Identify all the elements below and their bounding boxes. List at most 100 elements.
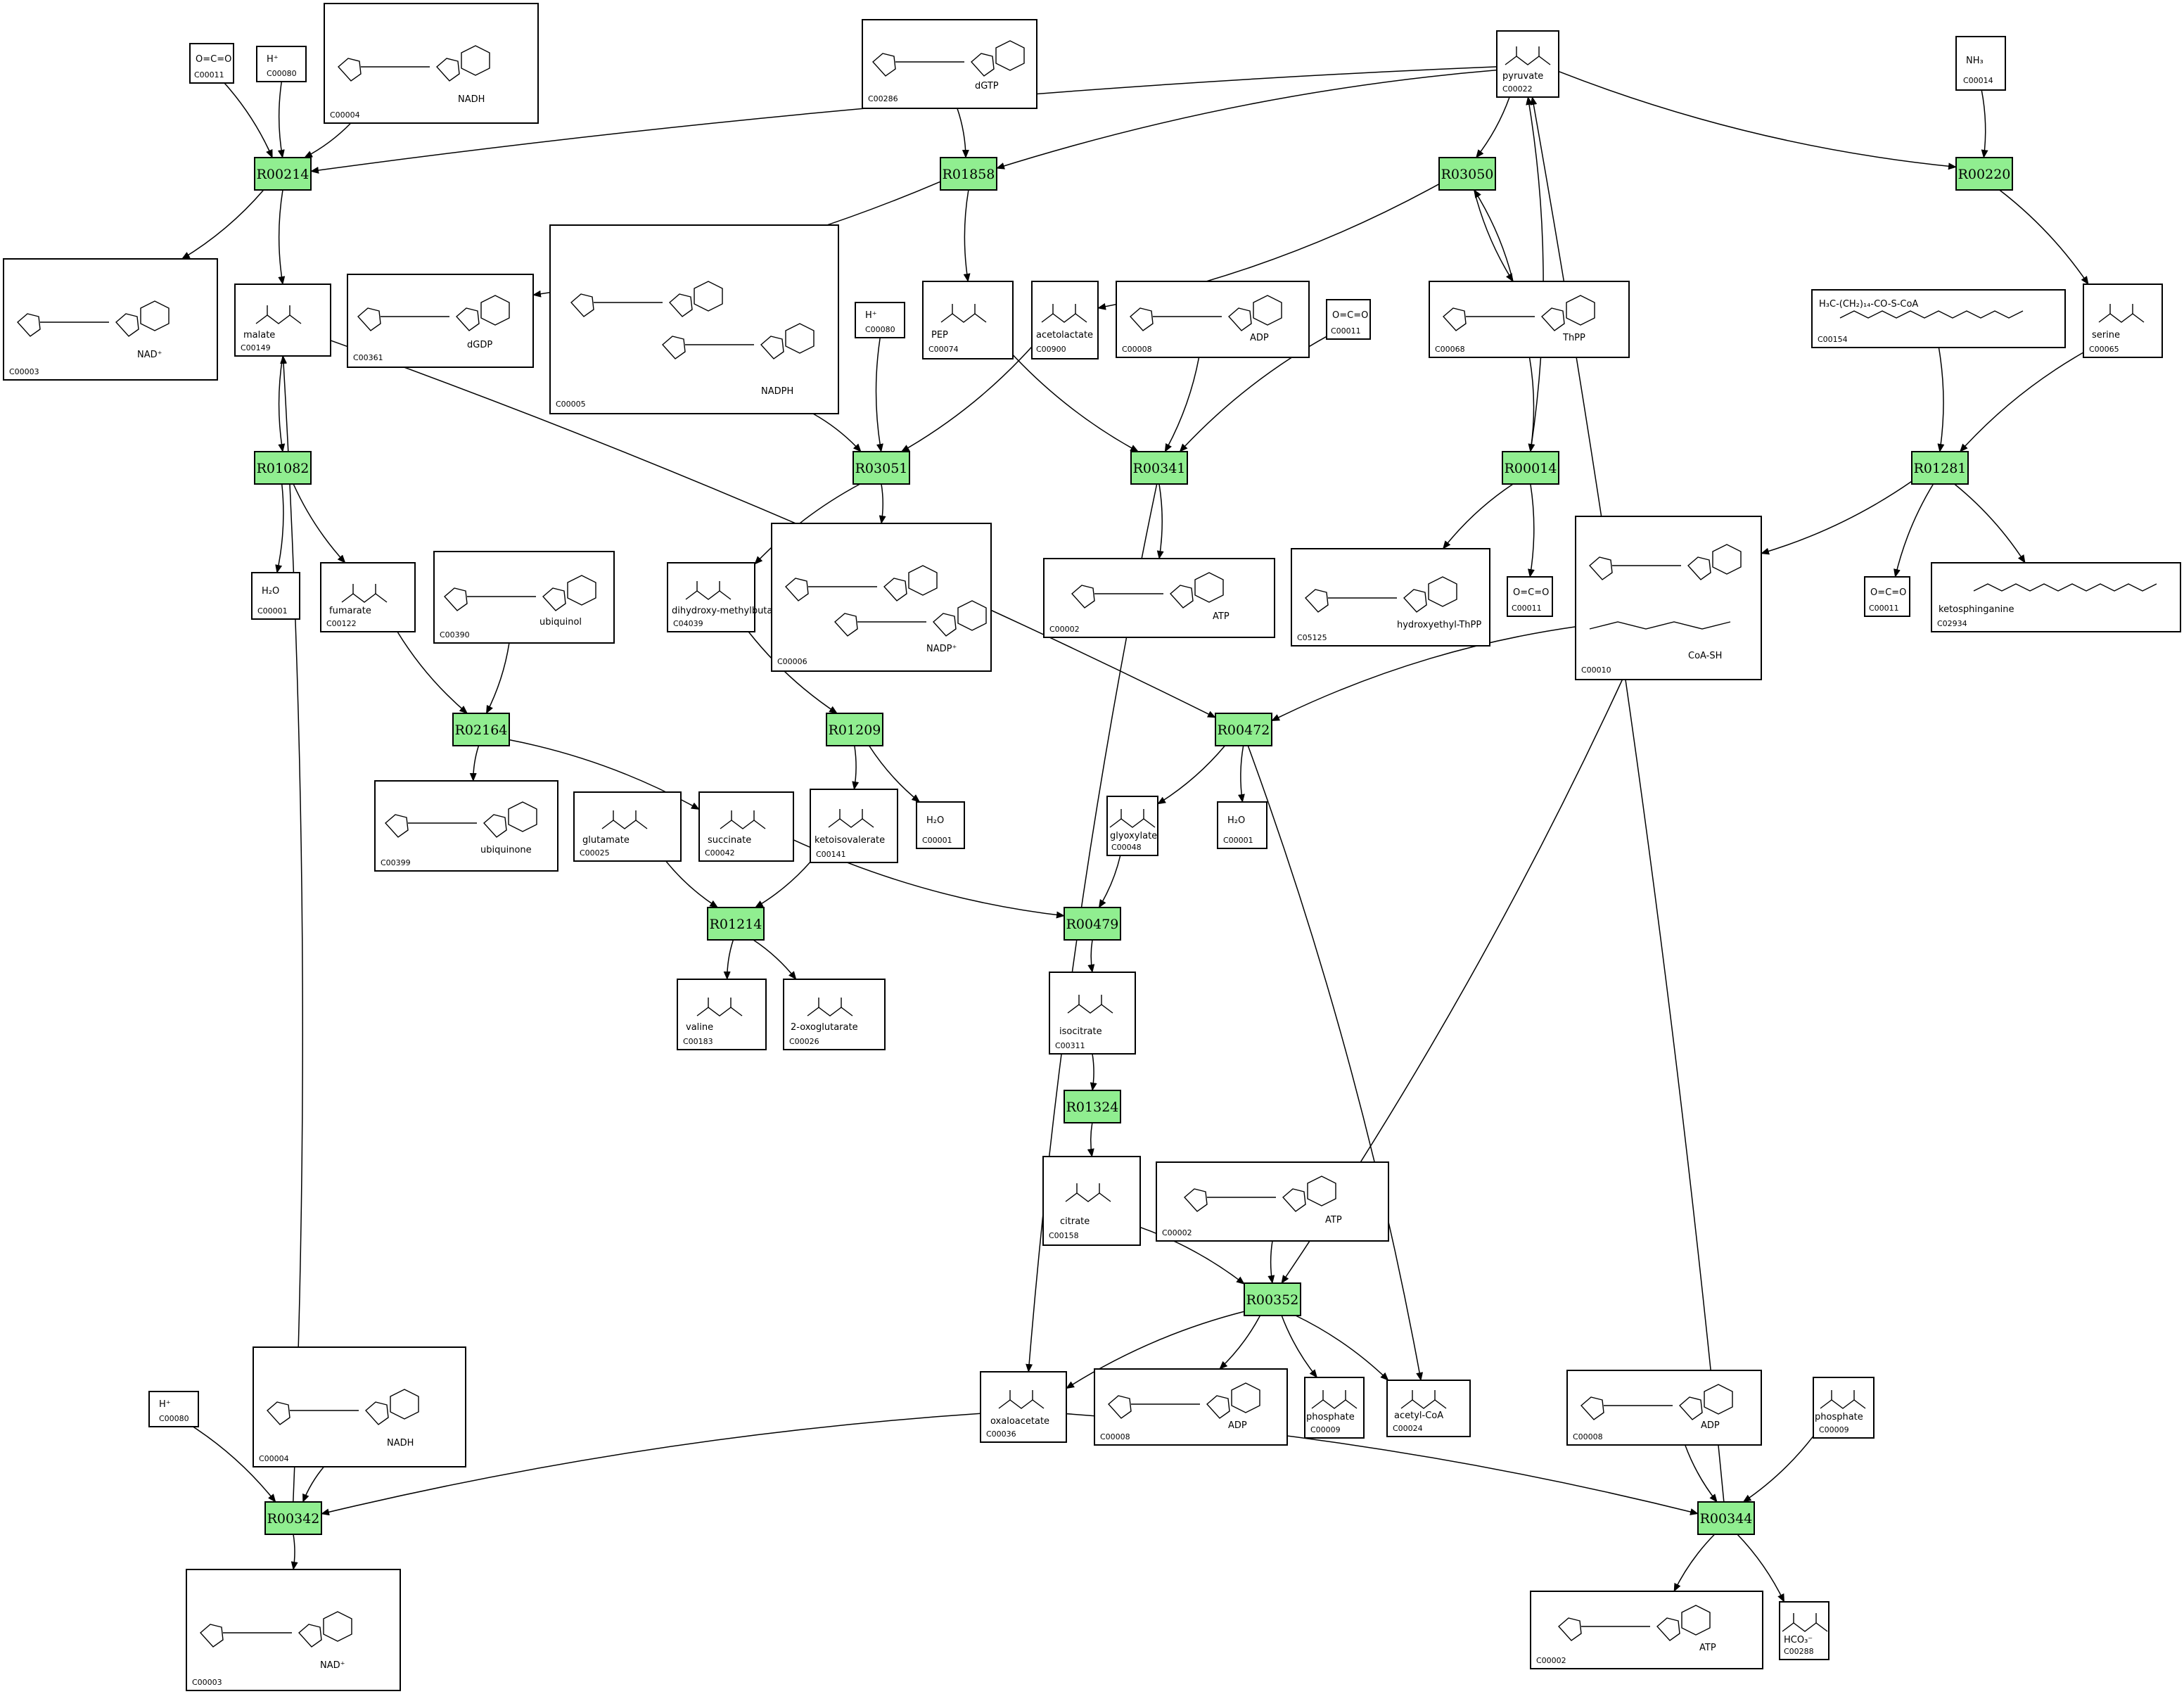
reaction-r01281[interactable]: R01281 (1911, 451, 1969, 485)
edge-c00390-to-r02164 (485, 642, 510, 714)
compound-c00022[interactable]: pyruvate C00022 (1496, 30, 1559, 98)
reaction-label: R00342 (267, 1511, 320, 1527)
reaction-r01858[interactable]: R01858 (940, 157, 997, 191)
compound-c00183[interactable]: valine C00183 (677, 979, 767, 1050)
compound-formula: O=C=O (1870, 587, 1906, 598)
reaction-r00220[interactable]: R00220 (1955, 157, 2013, 191)
reaction-r01214[interactable]: R01214 (707, 907, 765, 941)
compound-label: C00011 (1869, 604, 1899, 613)
compound-c00024[interactable]: acetyl-CoA C00024 (1386, 1380, 1471, 1437)
compound-c00004a[interactable]: NADH C00004 (324, 3, 539, 124)
compound-c00006[interactable]: NADP⁺ C00006 (771, 523, 992, 672)
compound-c00149[interactable]: malate C00149 (234, 284, 331, 357)
edge-r01082-to-c00122 (293, 483, 346, 563)
compound-c00080c[interactable]: H⁺ C00080 (148, 1391, 199, 1427)
compound-c00001c[interactable]: H₂O C00001 (1217, 801, 1267, 849)
reaction-r00214[interactable]: R00214 (254, 157, 312, 191)
edge-c00004a-to-r00214 (304, 122, 352, 158)
compound-c00008[interactable]: ADP C00008 (1116, 281, 1310, 358)
reaction-r03050[interactable]: R03050 (1438, 157, 1496, 191)
reaction-r02164[interactable]: R02164 (452, 713, 510, 746)
compound-c00286[interactable]: dGTP C00286 (862, 19, 1037, 109)
edge-r00472-to-c00048 (1157, 745, 1226, 805)
compound-c00036[interactable]: oxaloacetate C00036 (980, 1371, 1067, 1443)
compound-c00009b[interactable]: phosphate C00009 (1813, 1377, 1875, 1439)
compound-c00065[interactable]: serine C00065 (2083, 284, 2163, 358)
compound-c00025[interactable]: glutamate C00025 (573, 791, 682, 862)
compound-c00399[interactable]: ubiquinone C00399 (374, 780, 558, 872)
reaction-r00472[interactable]: R00472 (1215, 713, 1272, 746)
compound-c00011d[interactable]: O=C=O C00011 (1864, 576, 1910, 617)
compound-formula: H₂O (262, 586, 279, 597)
compound-c00003a[interactable]: NAD⁺ C00003 (3, 258, 218, 381)
reaction-r01082[interactable]: R01082 (254, 451, 312, 485)
compound-formula: HCO₃⁻ (1784, 1635, 1813, 1645)
compound-c00014[interactable]: NH₃ C00014 (1955, 36, 2006, 91)
compound-c00361[interactable]: dGDP C00361 (347, 274, 534, 368)
edge-r03050-to-c00068 (1474, 189, 1514, 282)
compound-c00011b[interactable]: O=C=O C00011 (1326, 299, 1371, 340)
edge-r03051-to-c04039 (754, 483, 861, 565)
compound-formula: ATP (1325, 1215, 1342, 1225)
compound-label: C00001 (1223, 836, 1253, 845)
compound-c00900[interactable]: acetolactate C00900 (1031, 281, 1099, 359)
compound-label: C00141 (816, 850, 846, 859)
compound-c00003b[interactable]: NAD⁺ C00003 (186, 1569, 401, 1691)
compound-label: C00900 (1036, 345, 1066, 354)
compound-formula: valine (686, 1022, 713, 1033)
compound-formula: ADP (1228, 1420, 1247, 1431)
compound-c00048[interactable]: glyoxylate C00048 (1106, 796, 1158, 856)
compound-c00002c[interactable]: ATP C00002 (1530, 1591, 1763, 1669)
compound-c00011c[interactable]: O=C=O C00011 (1507, 576, 1553, 617)
edge-r01281-to-c00011d (1894, 483, 1934, 578)
compound-c00068[interactable]: ThPP C00068 (1429, 281, 1630, 358)
compound-formula: NAD⁺ (137, 350, 162, 360)
reaction-label: R00341 (1133, 461, 1186, 476)
compound-c00074[interactable]: PEP C00074 (922, 281, 1014, 359)
reaction-r01209[interactable]: R01209 (826, 713, 883, 746)
edge-r00342-to-c00149 (280, 355, 304, 1503)
compound-formula: phosphate (1306, 1412, 1355, 1422)
compound-c00288[interactable]: HCO₃⁻ C00288 (1779, 1601, 1829, 1660)
edge-r01858-to-c00074 (963, 189, 971, 282)
reaction-r00479[interactable]: R00479 (1064, 907, 1121, 941)
compound-c00390[interactable]: ubiquinol C00390 (433, 551, 615, 644)
reaction-r00014[interactable]: R00014 (1502, 451, 1559, 485)
compound-c00002b[interactable]: ATP C00002 (1156, 1161, 1389, 1242)
reaction-r03051[interactable]: R03051 (852, 451, 910, 485)
compound-c00122[interactable]: fumarate C00122 (320, 562, 416, 632)
compound-c00009a[interactable]: phosphate C00009 (1304, 1377, 1365, 1439)
reaction-r00341[interactable]: R00341 (1130, 451, 1188, 485)
compound-formula: NH₃ (1966, 56, 1984, 66)
compound-c00008c[interactable]: ADP C00008 (1566, 1370, 1762, 1446)
edge-r01281-to-c02934 (1954, 483, 2026, 563)
compound-c00311[interactable]: isocitrate C00311 (1049, 972, 1136, 1055)
reaction-r00342[interactable]: R00342 (264, 1501, 322, 1535)
reaction-r01324[interactable]: R01324 (1064, 1090, 1121, 1123)
compound-c00011a[interactable]: O=C=O C00011 (189, 43, 234, 84)
compound-c00004b[interactable]: NADH C00004 (253, 1346, 466, 1467)
compound-c00042[interactable]: succinate C00042 (698, 791, 794, 862)
compound-c00005[interactable]: NADPH C00005 (549, 224, 839, 414)
compound-c00001a[interactable]: H₂O C00001 (251, 572, 300, 620)
compound-formula: O=C=O (196, 54, 231, 65)
compound-c00002a[interactable]: ATP C00002 (1043, 558, 1275, 638)
compound-c00080b[interactable]: H⁺ C00080 (855, 302, 905, 338)
compound-c02934[interactable]: ketosphinganine C02934 (1931, 562, 2181, 632)
edge-c00022-to-r03050 (1476, 96, 1510, 158)
compound-c00154[interactable]: H₃C-(CH₂)₁₄-CO-S-CoA C00154 (1811, 289, 2066, 348)
compound-c00080a[interactable]: H⁺ C00080 (256, 46, 307, 82)
compound-c00001b[interactable]: H₂O C00001 (916, 801, 965, 849)
reaction-r00344[interactable]: R00344 (1697, 1501, 1755, 1535)
compound-c00158[interactable]: citrate C00158 (1042, 1156, 1141, 1246)
compound-c05125[interactable]: hydroxyethyl-ThPP C05125 (1291, 548, 1490, 647)
compound-label: C00048 (1111, 843, 1142, 852)
reaction-r00352[interactable]: R00352 (1244, 1282, 1301, 1316)
compound-c00141[interactable]: ketoisovalerate C00141 (810, 789, 898, 863)
compound-c04039[interactable]: dihydroxy-methylbutanoate C04039 (667, 562, 799, 632)
compound-c00010[interactable]: CoA-SH C00010 (1575, 516, 1762, 680)
compound-c00008b[interactable]: ADP C00008 (1094, 1368, 1288, 1446)
compound-c00026[interactable]: 2-oxoglutarate C00026 (783, 979, 886, 1050)
edge-c00009b-to-r00344 (1742, 1435, 1814, 1503)
compound-label: C00074 (928, 345, 959, 354)
